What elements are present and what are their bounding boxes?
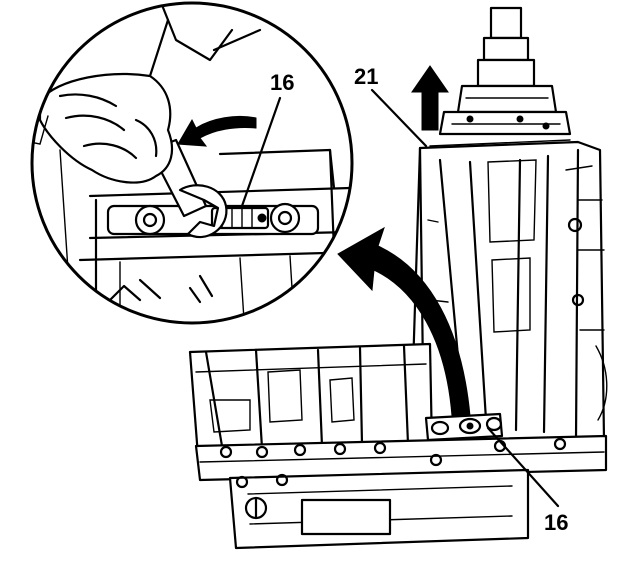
callout-main-16: 16 — [544, 510, 568, 535]
main-lever-assembly — [424, 412, 504, 442]
detail-shift-linkage — [106, 202, 320, 236]
transmission-lower-body — [188, 342, 434, 458]
transmission-case — [410, 139, 608, 448]
detail-rotation-arrow — [177, 115, 257, 147]
detail-circle — [30, 1, 354, 325]
oil-pan — [194, 434, 608, 550]
lift-arrow — [411, 65, 449, 131]
detail-pointer-arrow — [337, 226, 471, 417]
transmission-assembly — [188, 6, 608, 550]
leader-21 — [370, 88, 428, 148]
leader-detail-16 — [240, 96, 282, 208]
callout-21: 21 — [354, 64, 378, 89]
callout-detail-16: 16 — [270, 70, 294, 95]
leader-main-16 — [486, 426, 560, 508]
detail-hand — [32, 18, 174, 184]
output-shaft — [438, 6, 572, 136]
